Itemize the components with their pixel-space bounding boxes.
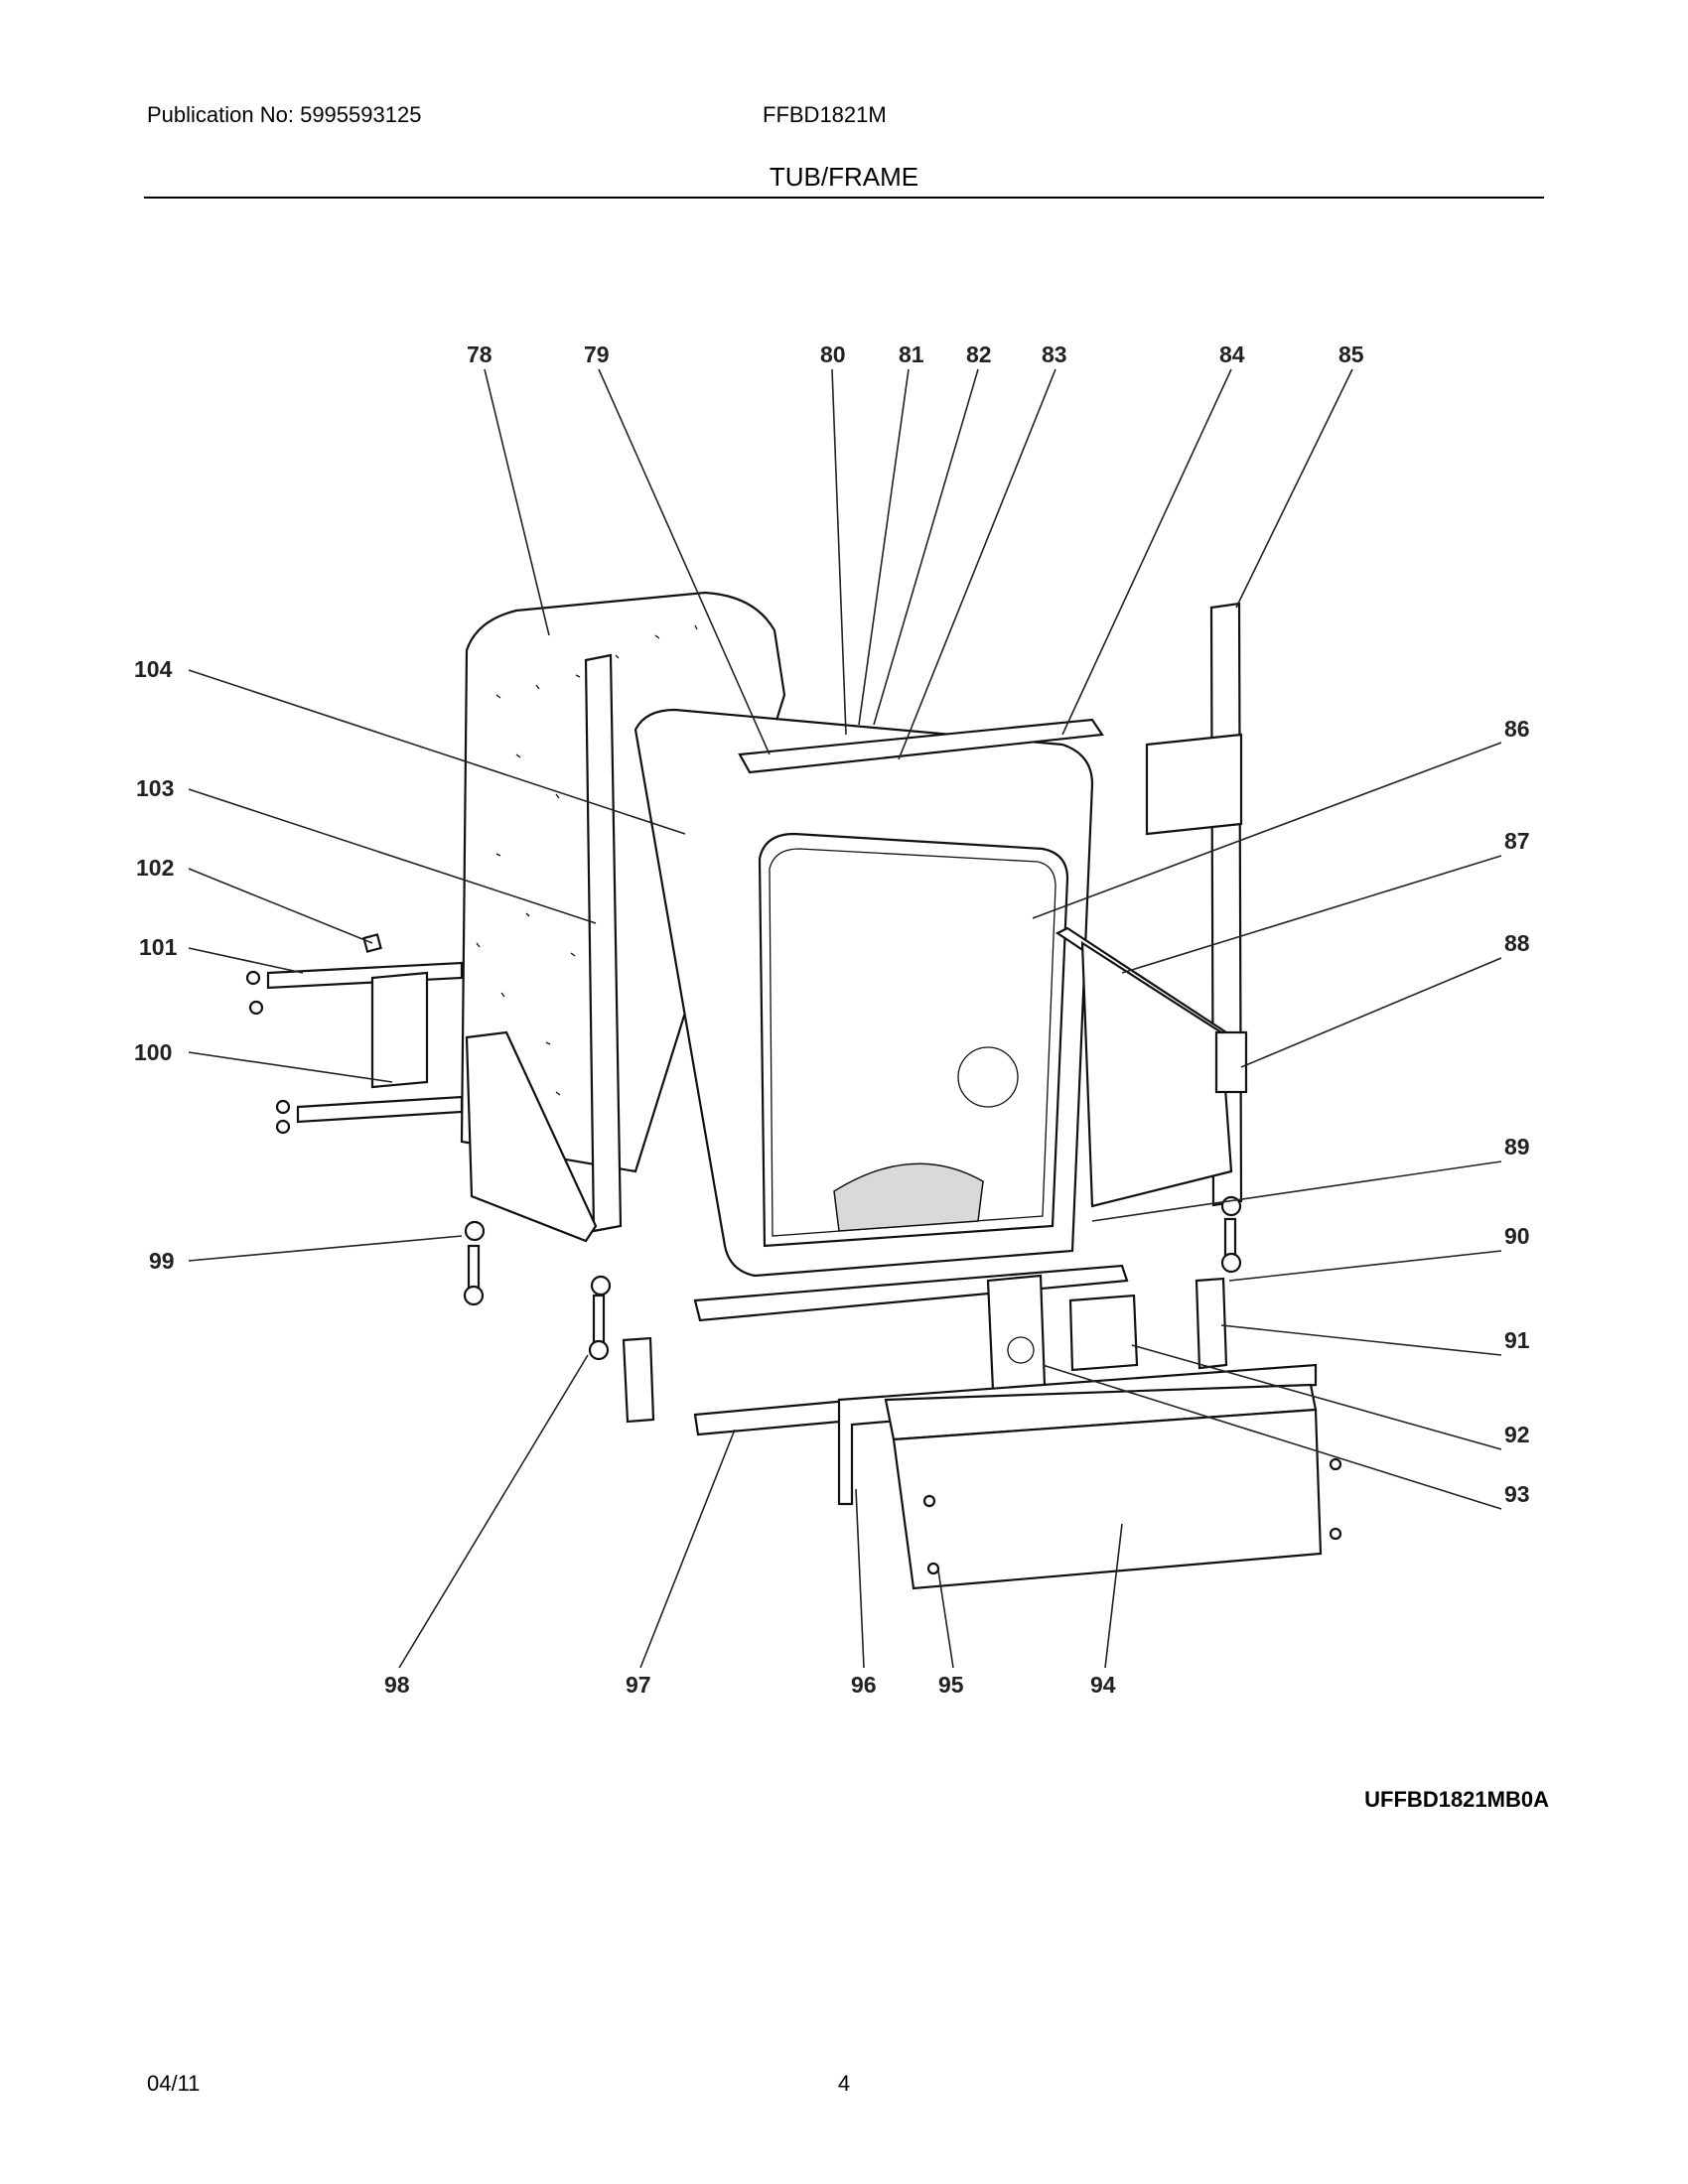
callout-103: 103 bbox=[136, 775, 174, 801]
callout-91: 91 bbox=[1504, 1327, 1530, 1353]
left-mounting-plate bbox=[465, 1030, 598, 1243]
left-side-rail bbox=[584, 653, 623, 1233]
tub-port bbox=[957, 1046, 1019, 1108]
callout-104: 104 bbox=[134, 656, 173, 682]
callout-81: 81 bbox=[899, 341, 924, 367]
leveling-legs bbox=[463, 1195, 1242, 1361]
callout-100: 100 bbox=[134, 1039, 172, 1065]
junction-box bbox=[1068, 1294, 1139, 1372]
header-rule bbox=[144, 197, 1544, 199]
callout-84: 84 bbox=[1219, 341, 1245, 367]
callout-96: 96 bbox=[851, 1672, 877, 1698]
callout-95: 95 bbox=[938, 1672, 964, 1698]
callout-83: 83 bbox=[1042, 341, 1067, 367]
control-bracket bbox=[986, 1274, 1047, 1392]
callout-85: 85 bbox=[1338, 341, 1364, 367]
toe-kick-screws bbox=[922, 1457, 1342, 1575]
callout-97: 97 bbox=[626, 1672, 651, 1698]
left-brackets bbox=[245, 933, 464, 1135]
callout-82: 82 bbox=[966, 341, 992, 367]
top-rail bbox=[738, 718, 1104, 774]
right-post-plate bbox=[1145, 733, 1243, 836]
model-number: FFBD1821M bbox=[763, 102, 887, 127]
right-hinge bbox=[1214, 1030, 1248, 1094]
tub-door-gasket bbox=[769, 848, 1056, 1237]
callout-90: 90 bbox=[1504, 1223, 1530, 1249]
tub-sump bbox=[833, 1162, 984, 1232]
footer-date: 04/11 bbox=[147, 2071, 201, 2096]
small-bracket bbox=[622, 1336, 655, 1424]
page-number: 4 bbox=[837, 2071, 851, 2096]
publication-number: Publication No: 5995593125 bbox=[147, 102, 422, 127]
drawing-code: UFFBD1821MB0A bbox=[1364, 1787, 1549, 1812]
callout-101: 101 bbox=[139, 934, 178, 960]
right-mounting-plate bbox=[1080, 940, 1233, 1208]
callout-labels: 78 79 80 81 82 83 84 85 86 87 88 89 90 9… bbox=[134, 341, 1530, 1698]
callout-80: 80 bbox=[820, 341, 846, 367]
callout-78: 78 bbox=[467, 341, 492, 367]
callout-89: 89 bbox=[1504, 1134, 1530, 1160]
callout-93: 93 bbox=[1504, 1481, 1530, 1507]
tub-door-opening bbox=[758, 832, 1069, 1248]
lower-rail-lower bbox=[693, 1398, 864, 1436]
section-title: TUB/FRAME bbox=[769, 162, 919, 192]
callout-79: 79 bbox=[584, 341, 610, 367]
junction-knockout bbox=[1007, 1336, 1035, 1364]
callout-87: 87 bbox=[1504, 828, 1530, 854]
right-bracket bbox=[1195, 1277, 1228, 1370]
toe-kick-front bbox=[892, 1408, 1323, 1590]
callout-92: 92 bbox=[1504, 1422, 1530, 1447]
callout-98: 98 bbox=[384, 1672, 410, 1698]
callout-86: 86 bbox=[1504, 716, 1530, 742]
callout-88: 88 bbox=[1504, 930, 1530, 956]
callout-94: 94 bbox=[1090, 1672, 1116, 1698]
callout-99: 99 bbox=[149, 1248, 175, 1274]
callout-102: 102 bbox=[136, 855, 174, 881]
callout-leaders bbox=[188, 368, 1502, 1669]
